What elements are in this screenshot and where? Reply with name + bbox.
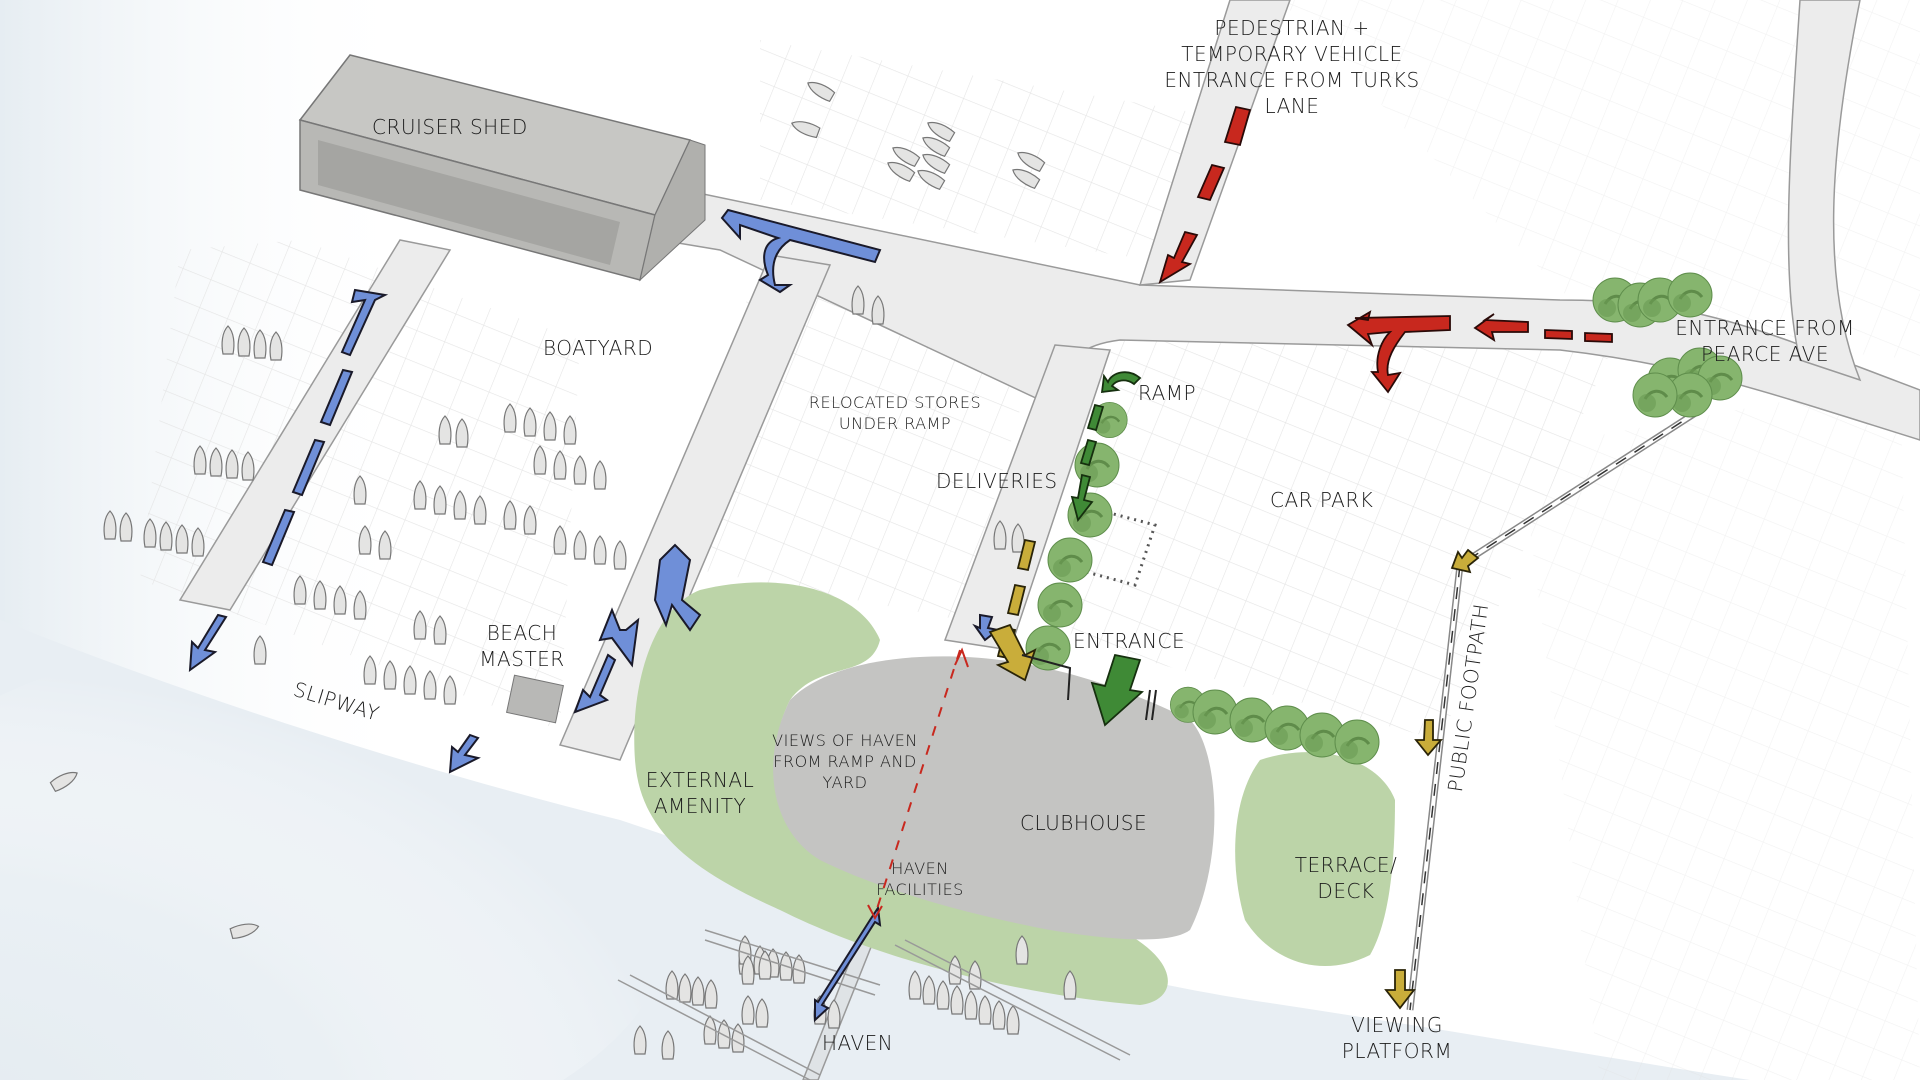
label-haven-facilities: HAVEN FACILITIES xyxy=(876,859,964,899)
label-pearce-entrance: ENTRANCE FROM PEARCE AVE xyxy=(1675,316,1855,366)
view-line xyxy=(874,649,961,916)
label-haven: HAVEN xyxy=(822,1031,894,1055)
green-spaces xyxy=(634,582,1395,1005)
label-car-park: CAR PARK xyxy=(1270,488,1374,512)
haven-pontoons xyxy=(617,929,1131,1080)
entrance-gate xyxy=(1021,654,1157,721)
label-entrance: ENTRANCE xyxy=(1073,629,1186,653)
label-relocated-stores: RELOCATED STORES UNDER RAMP xyxy=(808,393,982,433)
red-arrows xyxy=(1158,105,1613,394)
yellow-arrows xyxy=(988,538,1480,1010)
label-boatyard: BOATYARD xyxy=(543,336,654,360)
roads xyxy=(178,0,1920,1080)
beach-master-hut xyxy=(506,674,564,724)
label-viewing-platform: VIEWING PLATFORM xyxy=(1341,1013,1453,1063)
label-pedestrian-entrance: PEDESTRIAN + TEMPORARY VEHICLE ENTRANCE … xyxy=(1164,16,1420,118)
label-views-of-haven: VIEWS OF HAVEN FROM RAMP AND YARD xyxy=(772,731,918,792)
green-arrows xyxy=(1070,371,1145,727)
label-cruiser-shed: CRUISER SHED xyxy=(372,115,528,139)
label-external-amenity: EXTERNAL AMENITY xyxy=(645,768,755,818)
label-deliveries: DELIVERIES xyxy=(936,469,1058,493)
label-beach-master: BEACH MASTER xyxy=(479,621,565,671)
label-terrace-deck: TERRACE/ DECK xyxy=(1294,853,1398,903)
label-clubhouse: CLUBHOUSE xyxy=(1020,811,1148,835)
label-ramp: RAMP xyxy=(1138,381,1197,405)
cruiser-shed-building xyxy=(298,54,706,282)
clubhouse-building xyxy=(773,656,1215,940)
